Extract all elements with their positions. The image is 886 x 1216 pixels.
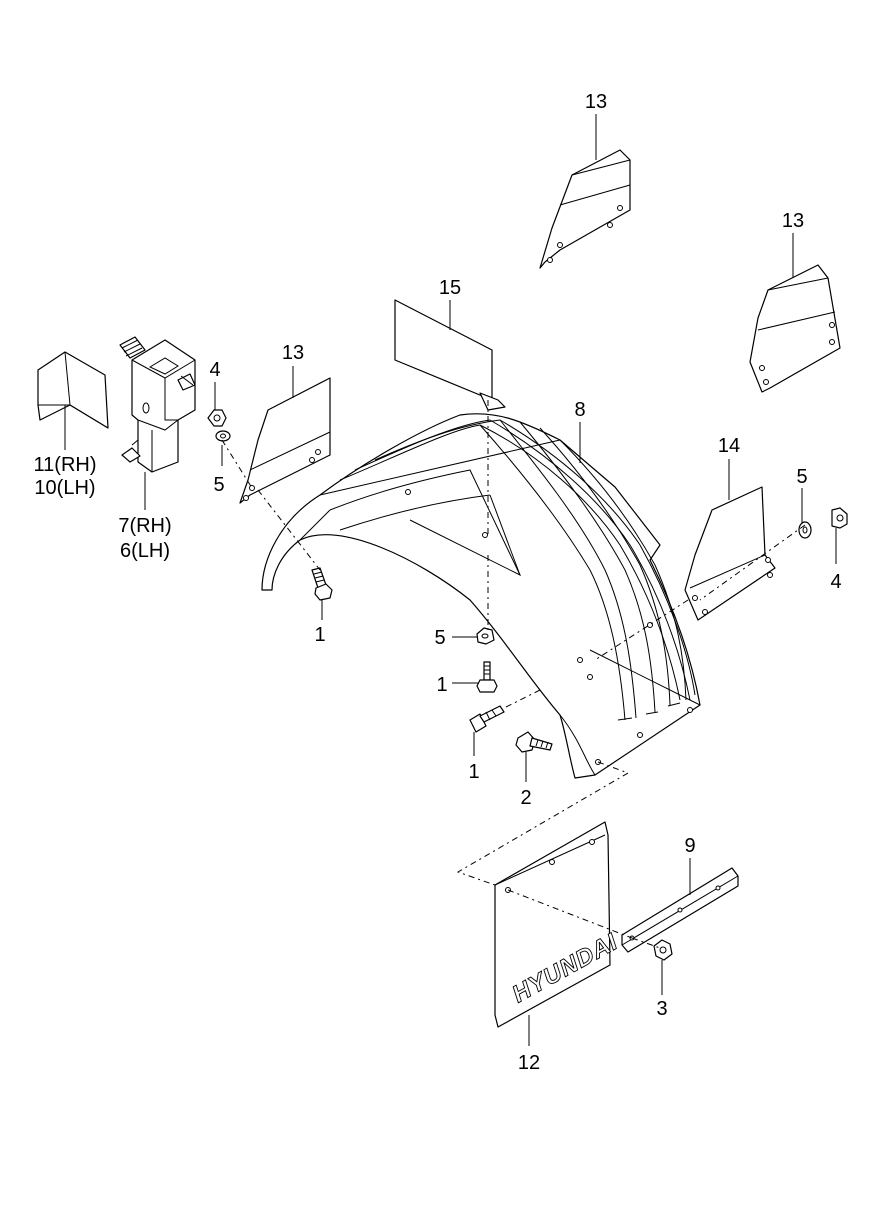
strip-9 [621, 867, 739, 953]
callout-1-middle: 1 [436, 674, 447, 696]
callout-3: 3 [656, 998, 667, 1020]
bolt-1-middle [476, 661, 498, 693]
bracket-plate-13-left [239, 377, 331, 504]
callout-1-upper: 1 [314, 624, 325, 646]
callout-13-top: 13 [585, 91, 607, 113]
callout-14: 14 [718, 435, 740, 457]
mudflap-12: HYUNDAI [494, 821, 623, 1028]
callout-12: 12 [518, 1052, 540, 1074]
leader-lines [64, 114, 837, 1046]
callout-labels: 13 13 13 15 8 14 4 5 5 4 11(RH) 10(LH) 7… [34, 91, 842, 1074]
callout-7-rh: 7(RH) [118, 515, 171, 537]
callout-4-right: 4 [830, 571, 841, 593]
corner-cap-11-10 [37, 351, 109, 429]
bolt-1-upper [311, 567, 333, 601]
assembly-dash-lines [221, 400, 806, 949]
callout-9: 9 [684, 835, 695, 857]
bracket-plate-13-right [749, 264, 841, 393]
fender-8 [261, 413, 701, 779]
callout-6-lh: 6(LH) [120, 540, 170, 562]
nut-5-center [476, 627, 495, 645]
bolt-2 [515, 731, 553, 753]
callout-5-right: 5 [796, 466, 807, 488]
callout-2: 2 [520, 787, 531, 809]
bracket-assembly-7-6 [119, 336, 196, 473]
callout-13-left: 13 [282, 342, 304, 364]
bolt-1-lower [469, 705, 505, 733]
nut-4-left [207, 409, 227, 427]
callout-4-left: 4 [209, 359, 220, 381]
callout-10-lh: 10(LH) [34, 477, 95, 499]
callout-1-lower: 1 [468, 761, 479, 783]
bracket-plate-14 [684, 486, 776, 621]
callout-15: 15 [439, 277, 461, 299]
callout-13-right: 13 [782, 210, 804, 232]
washer-5-left [215, 430, 231, 442]
callout-5-center: 5 [434, 627, 445, 649]
callout-5-left: 5 [213, 474, 224, 496]
callout-8: 8 [574, 399, 585, 421]
washer-5-right [798, 521, 812, 539]
bracket-plate-13-top [539, 149, 631, 269]
nut-3 [653, 939, 673, 961]
callout-11-rh: 11(RH) [34, 454, 97, 476]
label-sheet-15 [394, 299, 506, 411]
nut-4-right [831, 507, 848, 529]
